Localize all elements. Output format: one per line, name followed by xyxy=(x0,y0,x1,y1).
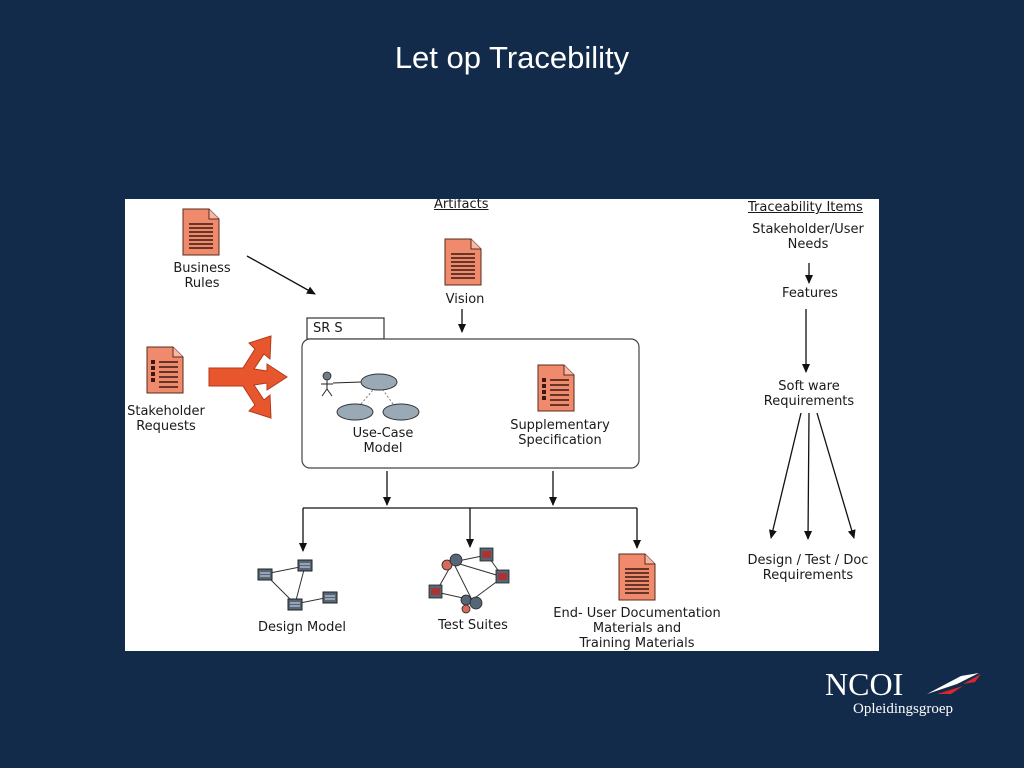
software-requirements-line2: Requirements xyxy=(763,394,855,409)
business-rules-label-line2: Rules xyxy=(184,276,220,291)
supplementary-spec-label: Supplementary Specification xyxy=(498,418,622,448)
business-rules-arrow xyxy=(246,255,316,295)
supplementary-spec-doc-icon xyxy=(537,364,575,412)
vision-label: Vision xyxy=(445,292,485,307)
software-to-design-mid-arrow xyxy=(804,412,813,540)
test-suites-label: Test Suites xyxy=(438,618,508,633)
use-case-model-label: Use-Case Model xyxy=(343,426,423,456)
vision-doc-icon xyxy=(444,238,482,286)
use-case-model-line1: Use-Case xyxy=(352,426,414,441)
end-user-docs-line3: Training Materials xyxy=(579,636,695,651)
slide-title: Let op Tracebility xyxy=(394,40,630,75)
logo-subtitle: Opleidingsgroep xyxy=(853,701,953,717)
use-case-model-line2: Model xyxy=(363,441,403,456)
traceability-diagram: Artifacts Traceability Items Business Ru… xyxy=(125,199,879,651)
logo-swoosh-icon xyxy=(927,673,981,694)
traceability-header: Traceability Items xyxy=(748,200,863,215)
stakeholder-needs-label: Stakeholder/User Needs xyxy=(741,222,875,252)
ncoi-logo: NCOI Opleidingsgroep xyxy=(820,664,985,724)
software-to-design-left-arrow xyxy=(768,412,802,539)
design-test-doc-line2: Requirements xyxy=(762,568,854,583)
stakeholder-requests-line2: Requests xyxy=(136,419,196,434)
test-suites-icon xyxy=(428,547,510,614)
stakeholder-needs-line1: Stakeholder/User xyxy=(752,222,864,237)
logo-wordmark: NCOI xyxy=(825,666,904,702)
diagram-graphics xyxy=(146,208,856,614)
design-test-doc-label: Design / Test / Doc Requirements xyxy=(736,553,879,583)
end-user-docs-doc-icon xyxy=(618,553,656,601)
business-rules-label: Business Rules xyxy=(167,261,237,291)
orange-branch-arrow-icon xyxy=(208,335,288,419)
software-requirements-line1: Soft ware xyxy=(778,379,840,394)
stakeholder-requests-doc-icon xyxy=(146,346,184,394)
use-case-model-icon xyxy=(321,371,420,421)
features-label: Features xyxy=(782,286,838,301)
design-test-doc-line1: Design / Test / Doc xyxy=(747,553,869,568)
business-rules-doc-icon xyxy=(182,208,220,256)
artifacts-header: Artifacts xyxy=(434,199,489,212)
stakeholder-needs-line2: Needs xyxy=(787,237,829,252)
design-model-label: Design Model xyxy=(257,620,347,635)
supplementary-spec-line1: Supplementary xyxy=(510,418,610,433)
business-rules-label-line1: Business xyxy=(173,261,231,276)
srs-tab-label: SR S xyxy=(313,321,343,336)
software-to-design-right-arrow xyxy=(816,412,856,539)
design-model-icon xyxy=(257,559,338,611)
stakeholder-requests-line1: Stakeholder xyxy=(127,404,205,419)
supplementary-spec-line2: Specification xyxy=(518,433,602,448)
end-user-docs-line1: End- User Documentation xyxy=(553,606,721,621)
stakeholder-requests-label: Stakeholder Requests xyxy=(125,404,211,434)
end-user-docs-line2: Materials and xyxy=(592,621,682,636)
software-requirements-label: Soft ware Requirements xyxy=(751,379,867,409)
end-user-docs-label: End- User Documentation Materials and Tr… xyxy=(541,606,733,651)
